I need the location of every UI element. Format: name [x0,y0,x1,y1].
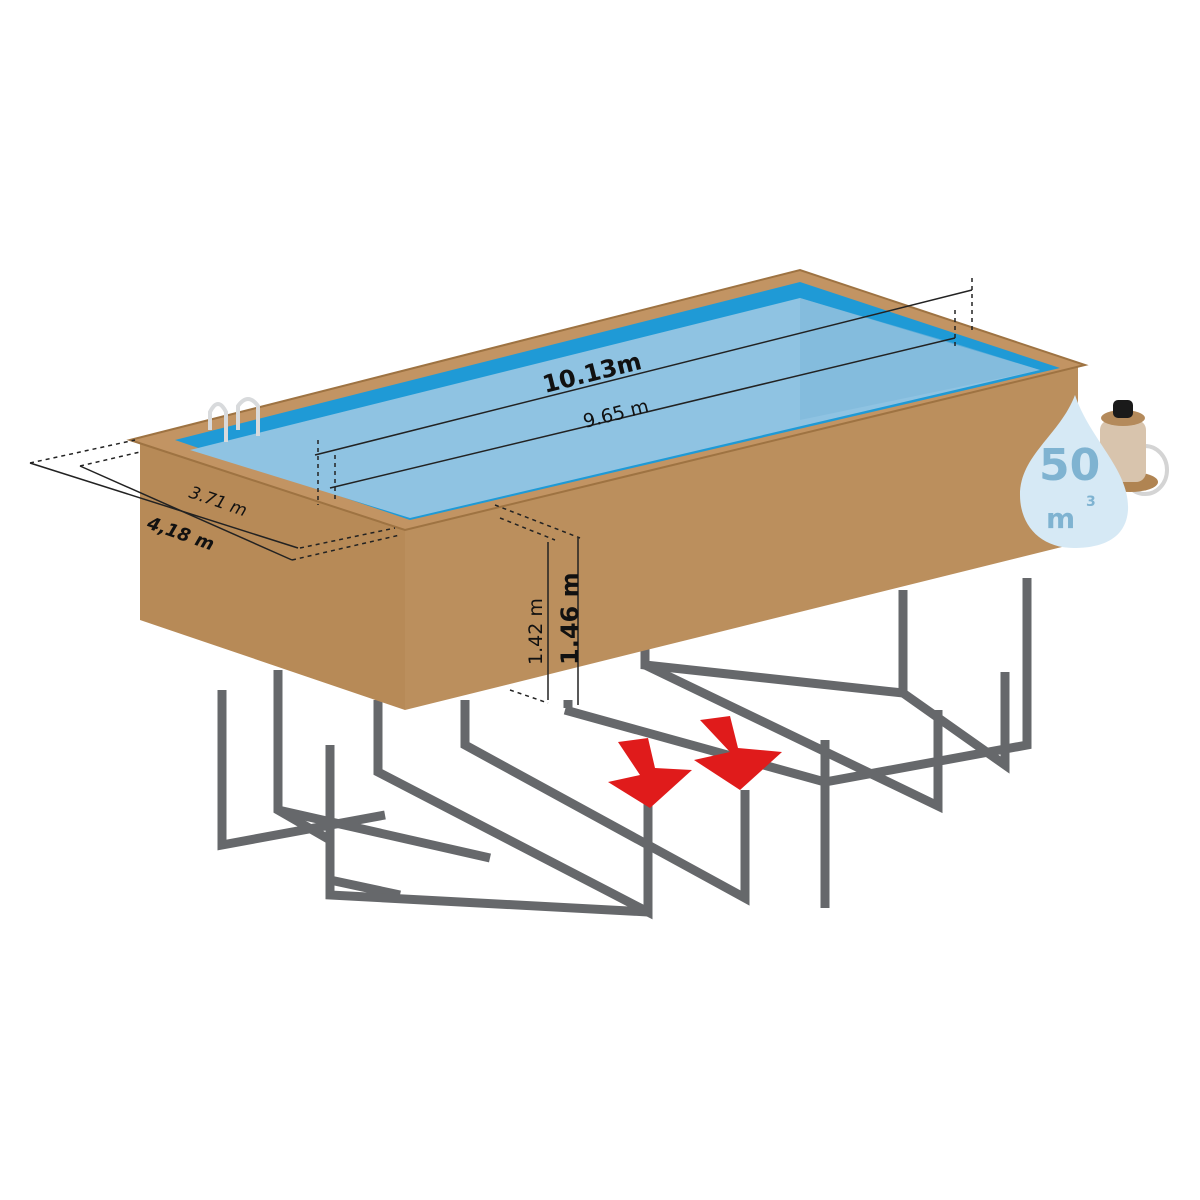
steel-frames [217,560,1032,920]
ladder-icon [208,397,260,442]
dimension-lines [29,278,973,705]
outer-height-label: 1.46 m [556,572,584,665]
red-arrow-icons [608,716,782,808]
inner-height-label: 1.42 m [525,598,547,665]
volume-unit: m [1046,502,1075,535]
water-volume-badge: 50 m 3 [1020,395,1129,548]
volume-value: 50 [1039,440,1100,491]
pool-body [126,268,1089,710]
volume-superscript: 3 [1086,494,1096,510]
